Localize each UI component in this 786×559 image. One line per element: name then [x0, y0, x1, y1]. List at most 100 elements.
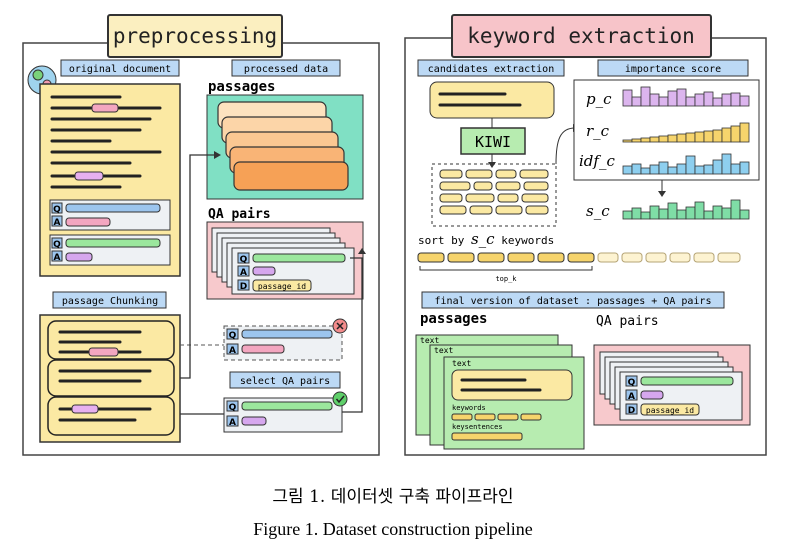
answer-bar — [252, 266, 276, 276]
score-bar — [640, 211, 651, 220]
a-badge — [226, 415, 239, 427]
final-version-label-box — [421, 291, 725, 309]
kiwi-label: KIWI — [475, 133, 511, 151]
a-letter: A — [229, 418, 236, 428]
score-bar — [712, 159, 723, 175]
a-letter: A — [229, 346, 236, 356]
d-badge — [625, 403, 638, 415]
score-bar — [739, 209, 750, 220]
q-letter: Q — [53, 240, 61, 250]
score-bar — [703, 91, 714, 107]
final-text-box — [451, 369, 573, 401]
arrowhead — [358, 248, 366, 254]
score-bar — [649, 164, 660, 175]
arrowhead — [658, 191, 666, 197]
a-letter: A — [54, 218, 61, 228]
score-bar — [640, 137, 651, 143]
q-badge — [51, 202, 63, 214]
score-bar — [640, 167, 651, 175]
score-bar — [694, 131, 705, 143]
score-bar — [730, 125, 741, 143]
q-badge — [625, 375, 638, 387]
chunk-highlight-purple — [71, 404, 99, 414]
score-bar — [622, 210, 633, 220]
q-badge — [226, 400, 239, 412]
score-bar — [658, 96, 669, 107]
processed-data-label: processed data — [244, 64, 328, 75]
sorted-keywords — [417, 252, 595, 263]
original-document-label-box — [60, 59, 180, 77]
keywords-label: keywords — [452, 404, 486, 412]
original-document-label: original document — [69, 64, 171, 75]
a-letter: A — [240, 268, 247, 278]
left-arrows — [180, 154, 363, 415]
q-badge — [226, 328, 239, 340]
score-bar — [676, 88, 687, 107]
a-badge — [625, 389, 638, 401]
rc-bars — [622, 122, 750, 143]
score-bar — [730, 199, 741, 220]
passage-id-box — [640, 403, 700, 416]
a-badge — [226, 343, 239, 355]
score-bar — [694, 165, 705, 175]
question-bar — [65, 238, 161, 248]
question-bar — [241, 329, 333, 339]
score-bar — [676, 163, 687, 175]
candidate-text-lines — [438, 92, 522, 107]
text-label: text — [434, 346, 453, 355]
score-bar — [703, 164, 714, 175]
score-bar — [712, 129, 723, 143]
d-badge — [237, 279, 250, 291]
chunk-text-lines — [58, 330, 152, 422]
sort-label: sort by s_c keywords — [418, 230, 554, 248]
passage-chunking-label: passage Chunking — [62, 296, 158, 307]
q-letter: Q — [229, 331, 237, 341]
score-bar — [631, 163, 642, 175]
score-bar — [685, 155, 696, 175]
score-bar — [685, 132, 696, 143]
score-bar — [685, 206, 696, 220]
score-bar — [739, 161, 750, 175]
d-letter: D — [628, 406, 635, 416]
importance-score-label: importance score — [625, 64, 721, 75]
score-bar — [712, 97, 723, 107]
score-bar — [685, 96, 696, 107]
score-bar — [658, 161, 669, 175]
q-letter: Q — [53, 205, 61, 215]
answer-bar — [241, 344, 285, 354]
pc-label: p_c — [586, 90, 612, 108]
score-bar — [667, 90, 678, 107]
keysentences-label: keysentences — [452, 423, 503, 431]
arrowhead — [214, 151, 221, 159]
question-bar — [241, 401, 333, 411]
score-bar — [622, 89, 633, 107]
sc-label: s_c — [586, 202, 610, 220]
keysentence-chip — [451, 432, 523, 441]
final-version-label: final version of dataset : passages + QA… — [435, 296, 712, 307]
keyword-extraction-title-box — [451, 14, 712, 58]
select-qa-label: select QA pairs — [240, 376, 330, 387]
highlight-pink — [91, 103, 119, 113]
reject-icon — [332, 318, 348, 334]
question-bar — [252, 253, 346, 263]
candidates-extraction-label: candidates extraction — [428, 64, 554, 75]
score-bar — [730, 163, 741, 175]
score-bar — [667, 134, 678, 143]
score-bar — [703, 130, 714, 143]
passage-chunking-label-box — [52, 291, 167, 309]
answer-bar — [65, 217, 111, 227]
score-bar — [640, 86, 651, 107]
passage-id-label: passage_id — [646, 406, 694, 415]
text-label: text — [420, 336, 439, 345]
candidate-passage — [429, 81, 555, 119]
score-bar — [631, 138, 642, 143]
keyword-extraction-title: keyword extraction — [467, 24, 695, 48]
chunk-3 — [47, 396, 175, 436]
score-bar — [694, 201, 705, 220]
passages-label: passages — [208, 79, 275, 95]
score-bar — [712, 205, 723, 220]
score-bar — [622, 139, 633, 143]
arrowhead — [488, 162, 496, 168]
a-letter: A — [628, 392, 635, 402]
remaining-keywords — [597, 252, 741, 263]
